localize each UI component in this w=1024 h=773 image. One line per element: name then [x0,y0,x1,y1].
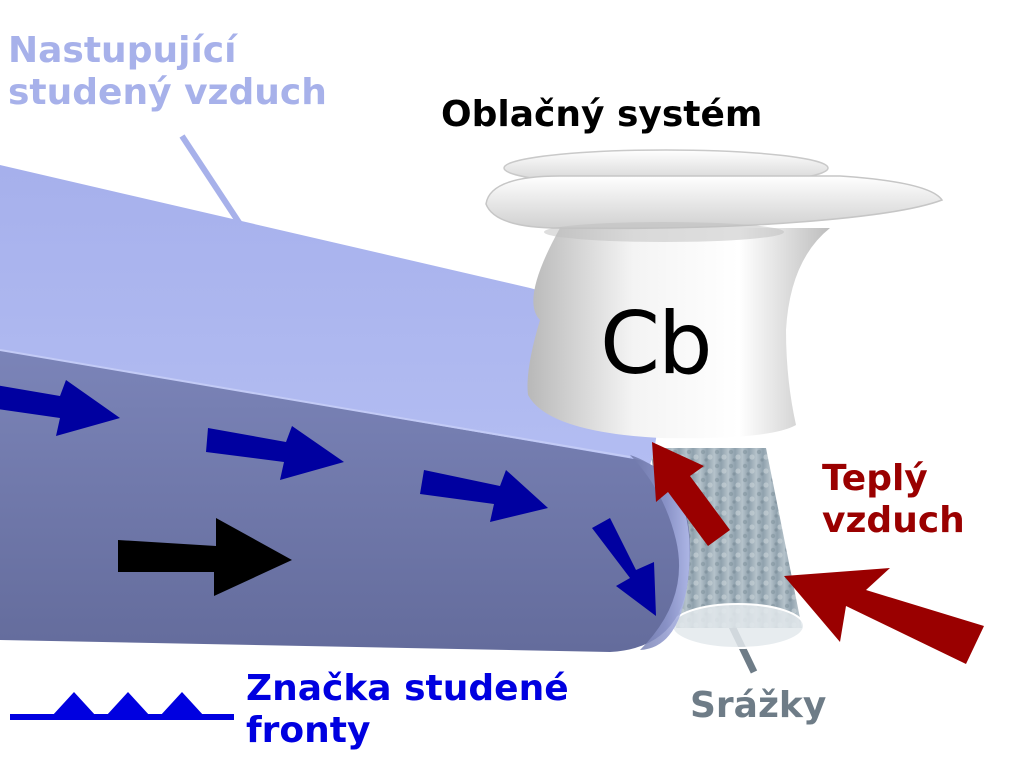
cold-air-label-line-1: Nastupující [8,30,237,71]
warm-air-label: Teplý vzduch [822,458,965,543]
front-symbol-label-line-2: fronty [246,710,371,752]
warm-air-arrow-icon [652,442,984,664]
cold-air-leader-line [179,134,243,226]
cloud-system-label: Oblačný systém [441,94,763,135]
warm-air-label-line-2: vzduch [822,500,965,542]
cold-flow-arrow-icon [0,380,656,616]
cold-front-symbol-icon [10,692,234,720]
precipitation-label: Srážky [690,685,827,726]
cold-air-label-line-2: studený vzduch [8,72,327,114]
cold-air-label: Nastupující studený vzduch [8,30,327,115]
cumulonimbus-cloud-icon [485,149,944,439]
cold-air-mass [0,165,690,652]
cloud-type-label: Cb [600,294,713,394]
front-symbol-label: Značka studené fronty [246,668,569,753]
front-motion-arrow-icon [118,518,292,596]
warm-air-label-line-1: Teplý [822,458,928,499]
front-symbol-label-line-1: Značka studené [246,668,569,709]
